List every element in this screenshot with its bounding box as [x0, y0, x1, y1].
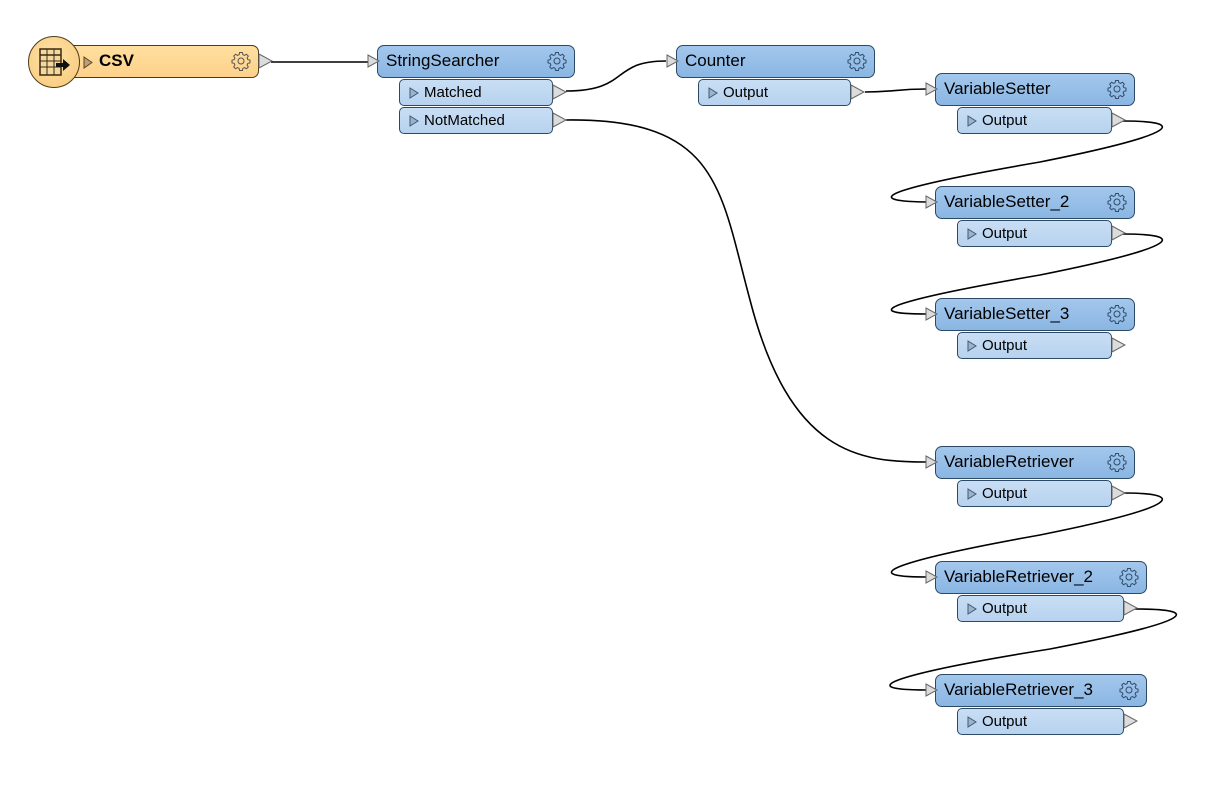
- input-port-icon[interactable]: [925, 683, 938, 697]
- output-port-icon[interactable]: [1123, 713, 1138, 729]
- expand-triangle-icon[interactable]: [708, 87, 718, 99]
- port-label: Output: [982, 713, 1028, 730]
- expand-triangle-icon[interactable]: [967, 340, 977, 352]
- port-output[interactable]: Output: [957, 480, 1126, 507]
- port-output[interactable]: Output: [698, 79, 865, 106]
- gear-icon[interactable]: [1105, 302, 1129, 326]
- port-label: Output: [723, 84, 769, 101]
- reader-badge[interactable]: [28, 36, 80, 88]
- expand-triangle-icon[interactable]: [409, 115, 419, 127]
- gear-icon[interactable]: [845, 49, 869, 73]
- port-label: Output: [982, 337, 1028, 354]
- node-title: VariableSetter_2: [944, 192, 1070, 211]
- output-port-icon[interactable]: [258, 53, 273, 69]
- expand-triangle-icon[interactable]: [967, 488, 977, 500]
- port-label: Output: [982, 225, 1028, 242]
- expand-triangle-icon[interactable]: [409, 87, 419, 99]
- gear-icon[interactable]: [1105, 77, 1129, 101]
- variablesetter-2-node[interactable]: VariableSetter_2: [925, 186, 1135, 219]
- node-title: StringSearcher: [386, 51, 500, 70]
- output-port-icon[interactable]: [850, 84, 865, 100]
- variablesetter-3-node[interactable]: VariableSetter_3: [925, 298, 1135, 331]
- input-port-icon[interactable]: [925, 570, 938, 584]
- output-port-icon[interactable]: [1111, 485, 1126, 501]
- port-output[interactable]: Output: [957, 332, 1126, 359]
- csv-reader-node[interactable]: CSV: [60, 45, 273, 78]
- connection-counter-to-variablesetter: [864, 88, 927, 93]
- input-port-icon[interactable]: [925, 455, 938, 469]
- connection-notmatched-to-variableretriever: [565, 119, 927, 463]
- input-port-icon[interactable]: [666, 54, 679, 68]
- connection-matched-to-counter: [565, 60, 667, 92]
- port-output[interactable]: Output: [957, 595, 1138, 622]
- gear-icon[interactable]: [545, 49, 569, 73]
- expand-triangle-icon[interactable]: [967, 228, 977, 240]
- variableretriever-2-node[interactable]: VariableRetriever_2: [925, 561, 1147, 594]
- port-output[interactable]: Output: [957, 708, 1138, 735]
- output-port-icon[interactable]: [1123, 600, 1138, 616]
- port-output[interactable]: Output: [957, 220, 1126, 247]
- node-title: Counter: [685, 51, 746, 70]
- output-port-icon[interactable]: [1111, 112, 1126, 128]
- output-port-icon[interactable]: [1111, 225, 1126, 241]
- port-label: Output: [982, 112, 1028, 129]
- node-title: VariableRetriever_3: [944, 680, 1093, 699]
- output-port-icon[interactable]: [552, 112, 567, 128]
- expand-triangle-icon[interactable]: [967, 603, 977, 615]
- table-arrow-icon: [39, 48, 70, 76]
- port-label: Output: [982, 600, 1028, 617]
- reader-title: CSV: [99, 51, 134, 70]
- port-matched[interactable]: Matched: [399, 79, 567, 106]
- variableretriever-3-node[interactable]: VariableRetriever_3: [925, 674, 1147, 707]
- expand-triangle-icon[interactable]: [83, 56, 93, 69]
- port-output[interactable]: Output: [957, 107, 1126, 134]
- input-port-icon[interactable]: [925, 307, 938, 321]
- gear-icon[interactable]: [1105, 450, 1129, 474]
- stringsearcher-node[interactable]: StringSearcher: [367, 45, 575, 78]
- counter-node[interactable]: Counter: [666, 45, 875, 78]
- port-notmatched[interactable]: NotMatched: [399, 107, 567, 134]
- gear-icon[interactable]: [1105, 190, 1129, 214]
- input-port-icon[interactable]: [367, 54, 380, 68]
- output-port-icon[interactable]: [1111, 337, 1126, 353]
- output-port-icon[interactable]: [552, 84, 567, 100]
- input-port-icon[interactable]: [925, 195, 938, 209]
- variableretriever-node[interactable]: VariableRetriever: [925, 446, 1135, 479]
- node-title: VariableSetter: [944, 79, 1051, 98]
- expand-triangle-icon[interactable]: [967, 115, 977, 127]
- variablesetter-node[interactable]: VariableSetter: [925, 73, 1135, 106]
- gear-icon[interactable]: [1117, 678, 1141, 702]
- expand-triangle-icon[interactable]: [967, 716, 977, 728]
- gear-icon[interactable]: [1117, 565, 1141, 589]
- port-label: Matched: [424, 84, 482, 101]
- port-label: Output: [982, 485, 1028, 502]
- input-port-icon[interactable]: [925, 82, 938, 96]
- node-title: VariableSetter_3: [944, 304, 1070, 323]
- node-title: VariableRetriever: [944, 452, 1075, 471]
- gear-icon[interactable]: [229, 49, 253, 73]
- node-title: VariableRetriever_2: [944, 567, 1093, 586]
- port-label: NotMatched: [424, 112, 505, 129]
